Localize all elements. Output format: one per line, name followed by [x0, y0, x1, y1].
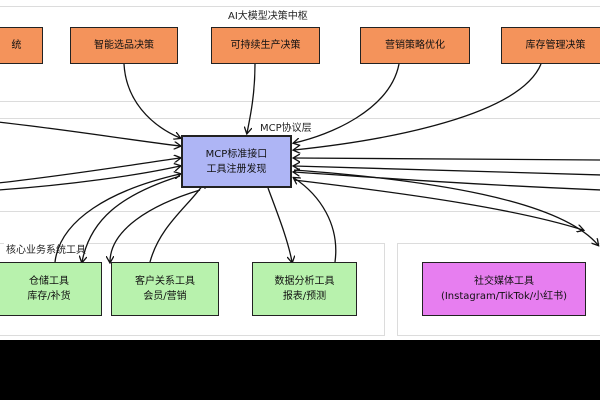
decision-node-inventory[interactable]: 库存管理决策 [501, 27, 600, 64]
ai-hub-label: AI大模型决策中枢 [228, 11, 308, 22]
tool-node-social-media-line1: 社交媒体工具 [474, 276, 534, 287]
tool-node-analytics-line1: 数据分析工具 [274, 276, 335, 287]
decision-node-marketing-label: 营销策略优化 [385, 40, 445, 51]
tool-node-warehouse[interactable]: 仓储工具 库存/补货 [0, 262, 102, 316]
mcp-interface-line2: 工具注册发现 [206, 163, 267, 175]
decision-node-system-label: 统 [11, 40, 22, 51]
tool-node-social-media[interactable]: 社交媒体工具 (Instagram/TikTok/小红书) [422, 262, 586, 316]
tool-node-analytics[interactable]: 数据分析工具 报表/预测 [252, 262, 357, 316]
decision-node-product-selection[interactable]: 智能选品决策 [70, 27, 178, 64]
decision-node-product-selection-label: 智能选品决策 [94, 40, 154, 51]
bottom-black-bar [0, 340, 600, 400]
mcp-layer-label: MCP协议层 [260, 123, 312, 134]
mcp-interface-line1: MCP标准接口 [205, 148, 268, 160]
tool-node-crm[interactable]: 客户关系工具 会员/营销 [111, 262, 219, 316]
tool-node-analytics-line2: 报表/预测 [282, 291, 327, 302]
decision-node-marketing[interactable]: 营销策略优化 [360, 27, 470, 64]
decision-node-system[interactable]: 统 [0, 27, 43, 64]
mcp-interface-node[interactable]: MCP标准接口 工具注册发现 [181, 135, 292, 188]
tool-node-warehouse-line1: 仓储工具 [29, 276, 69, 287]
tool-node-crm-line1: 客户关系工具 [135, 276, 195, 287]
decision-node-sustainable-production[interactable]: 可持续生产决策 [211, 27, 320, 64]
diagram-canvas: AI大模型决策中枢 MCP协议层 核心业务系统工具 [0, 6, 600, 336]
tool-node-warehouse-line2: 库存/补货 [27, 291, 71, 302]
tool-node-crm-line2: 会员/营销 [143, 291, 187, 302]
tool-node-social-media-line2: (Instagram/TikTok/小红书) [440, 291, 568, 302]
decision-node-sustainable-production-label: 可持续生产决策 [230, 40, 301, 51]
decision-node-inventory-label: 库存管理决策 [525, 40, 586, 51]
core-systems-label: 核心业务系统工具 [4, 241, 88, 256]
